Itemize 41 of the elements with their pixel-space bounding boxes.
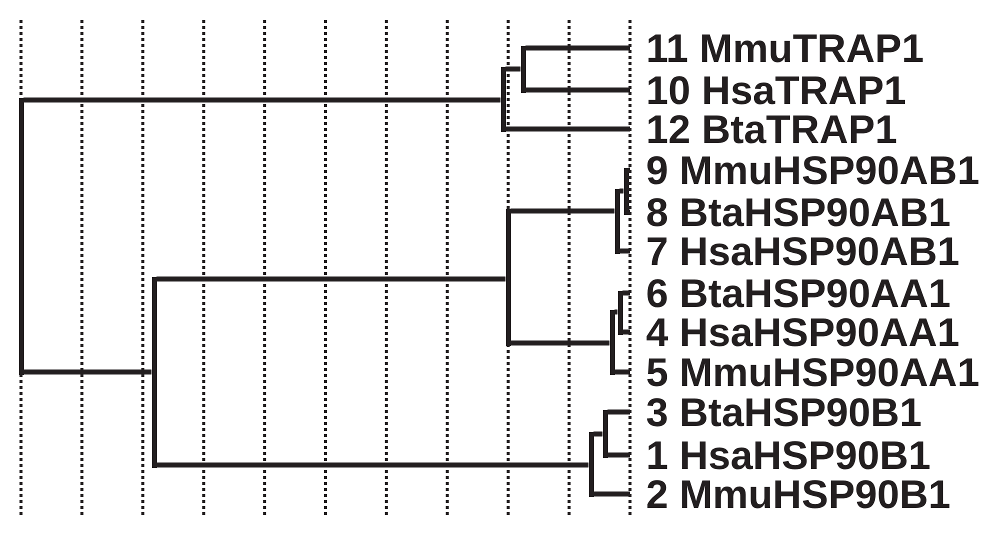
taxon-label: 9 MmuHSP90AB1 [646, 150, 980, 190]
branch-node-bar [610, 310, 614, 374]
taxon-label: 3 BtaHSP90B1 [646, 392, 922, 432]
taxon-label: 10 HsaTRAP1 [646, 70, 906, 110]
taxon-label: 7 HsaHSP90AB1 [646, 232, 960, 272]
taxon-label: 12 BtaTRAP1 [646, 110, 898, 150]
tree-branch-line [24, 98, 500, 102]
tree-branch-line [510, 340, 610, 346]
branch-node-bar [602, 410, 608, 458]
taxon-label: 5 MmuHSP90AA1 [646, 352, 980, 392]
taxon-label: 2 MmuHSP90B1 [646, 474, 951, 514]
tree-branch-line [620, 248, 630, 254]
tree-branch-line [510, 208, 614, 214]
tree-branch-line [156, 462, 588, 468]
tree-branch-line [594, 432, 602, 436]
branch-node-bar [588, 432, 594, 496]
tree-branch-line [506, 126, 630, 132]
branch-node-bar [618, 290, 622, 334]
taxon-label: 8 BtaHSP90AB1 [646, 192, 951, 232]
taxon-label: 1 HsaHSP90B1 [646, 436, 931, 476]
branch-node-bar [152, 276, 156, 468]
tree-branch-line [608, 452, 630, 458]
tree-branch-line [622, 290, 630, 296]
branch-node-bar [614, 188, 620, 254]
tree-branch-line [156, 276, 506, 282]
branch-node-bar [520, 46, 526, 92]
tree-branch-line [24, 370, 152, 374]
branch-node-bar [500, 66, 506, 132]
taxon-label: 11 MmuTRAP1 [646, 28, 924, 68]
taxon-label: 6 BtaHSP90AA1 [646, 274, 951, 314]
branch-node-bar [18, 98, 24, 374]
tree-branch-line [608, 410, 630, 414]
tree-branch-line [622, 330, 630, 334]
taxon-label: 4 HsaHSP90AA1 [646, 312, 960, 352]
tree-branch-line [526, 88, 630, 92]
branch-node-bar [624, 168, 628, 214]
tree-branch-line [614, 370, 630, 374]
tree-branch-line [594, 492, 630, 496]
tree-branch-line [506, 66, 520, 72]
tree-branch-line [526, 46, 630, 50]
branch-node-bar [506, 208, 510, 346]
